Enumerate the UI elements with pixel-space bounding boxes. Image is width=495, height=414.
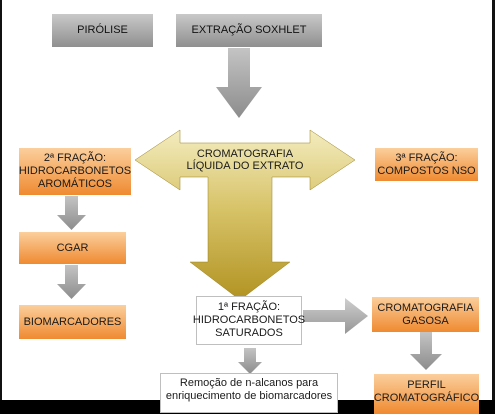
gas-chromatography-line1: CROMATOGRAFIA [377,301,474,314]
second-fraction-line1: 2ª FRAÇÃO: [43,152,107,164]
profile-line2: CROMATOGRÁFICO [373,392,480,404]
third-fraction-line1: 3ª FRAÇÃO: [395,151,458,164]
first-fraction-box: 1ª FRAÇÃO: HIDROCARBONETOS SATURADOS [192,296,306,345]
chromatographic-profile-box: PERFIL CROMATOGRÁFICO [374,374,479,414]
arrow-cgar-to-biomarkers [57,265,86,299]
third-fraction-line2: COMPOSTOS NSO [377,164,476,177]
arrow-gas-chromatography-to-profile [410,332,442,370]
cgar-box: CGAR [19,232,126,264]
profile-line1: PERFIL [407,379,446,391]
removal-line2: enriquecimento de biomarcadores [165,390,333,402]
second-fraction-line2: HIDROCARBONETOS [18,165,132,177]
biomarkers-label: BIOMARCADORES [23,315,122,328]
removal-box: Remoção de n-alcanos para enriquecimento… [160,373,338,413]
flow-arrows [57,48,442,374]
first-fraction-line2: HIDROCARBONETOS [192,314,306,326]
gas-chromatography-box: CROMATOGRAFIA GASOSA [372,297,479,332]
liquid-chromatography-line1: CROMATOGRAFIA [196,148,294,160]
liquid-chromatography-line2: LÍQUIDA DO EXTRATO [186,160,304,172]
gas-chromatography-line2: GASOSA [402,314,449,327]
first-fraction-line3: SATURADOS [215,327,283,339]
soxhlet-extraction-box: EXTRAÇÃO SOXHLET [176,14,322,47]
arrow-fraction1-to-removal [238,348,262,374]
biomarkers-box: BIOMARCADORES [19,305,126,339]
arrow-fraction1-to-gas-chromatography [303,298,368,334]
arrow-extraction-to-chromatography [216,48,262,118]
second-fraction-line3: AROMÁTICOS [38,178,112,190]
right-border [492,0,495,400]
cgar-label: CGAR [56,241,89,254]
pyrolysis-label: PIRÓLISE [77,24,128,36]
liquid-chromatography-label: CROMATOGRAFIA LÍQUIDA DO EXTRATO [185,148,305,172]
first-fraction-line1: 1ª FRAÇÃO: [217,301,281,313]
arrow-liquid-chromatography [134,129,356,301]
pyrolysis-box: PIRÓLISE [52,14,153,47]
second-fraction-box: 2ª FRAÇÃO: HIDROCARBONETOS AROMÁTICOS [19,148,131,195]
arrow-fraction2-to-cgar [57,196,86,230]
soxhlet-extraction-label: EXTRAÇÃO SOXHLET [191,24,307,36]
left-border [0,0,2,400]
third-fraction-box: 3ª FRAÇÃO: COMPOSTOS NSO [375,148,478,181]
removal-line1: Remoção de n-alcanos para [179,377,319,389]
